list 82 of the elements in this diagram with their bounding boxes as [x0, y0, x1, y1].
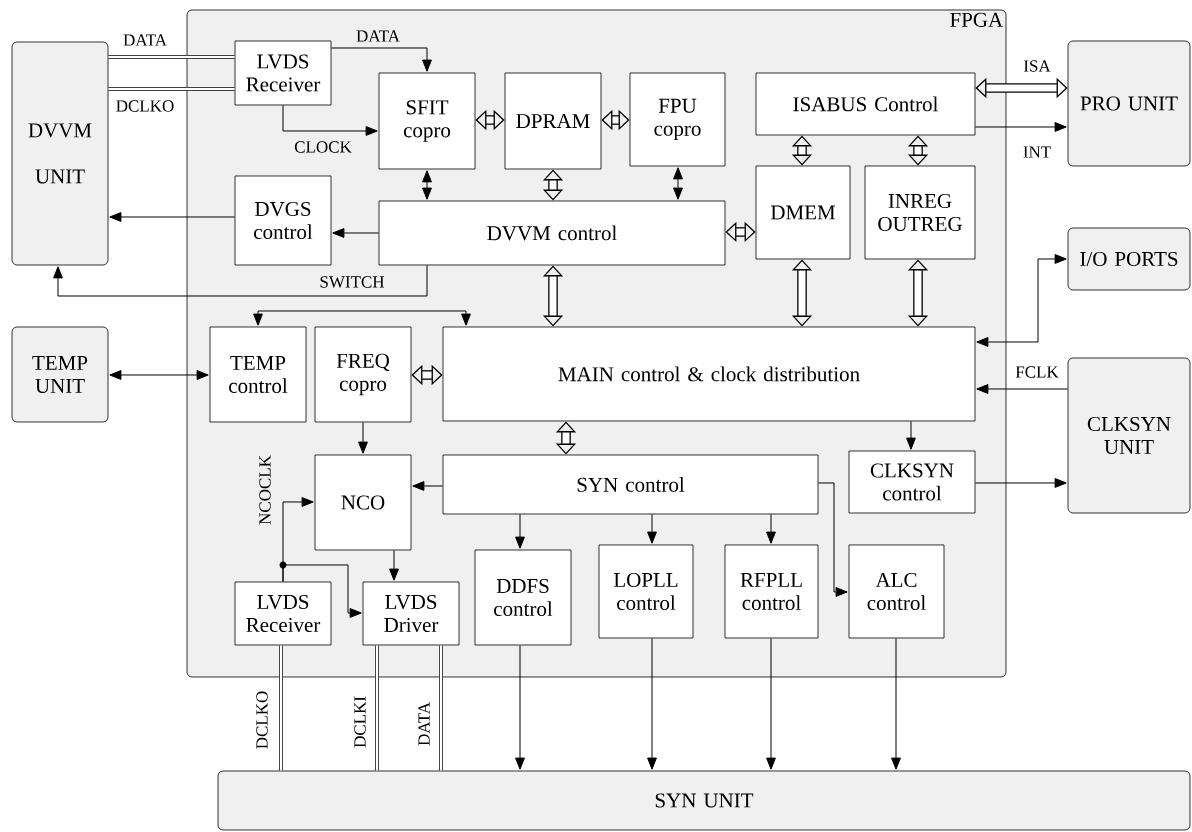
arrow [673, 167, 683, 200]
arrow [974, 478, 1067, 488]
edge-label: CLOCK [294, 141, 352, 153]
signal-pair-line [279, 645, 283, 771]
edge-label: DCLKO [256, 691, 268, 749]
block-box: LOPLL control [598, 544, 694, 639]
unit-box: DVVM UNIT [11, 41, 109, 266]
bus-arrow [411, 364, 443, 386]
bus-arrow [475, 109, 505, 131]
arrow [817, 482, 848, 597]
block-box: NCO [314, 454, 412, 551]
edge-label: ISA [1023, 60, 1051, 72]
arrow [109, 370, 209, 380]
block-box: INREG OUTREG [864, 165, 976, 260]
block-box: SFIT copro [378, 72, 476, 170]
unit-box: SYN UNIT [217, 770, 1191, 831]
block-box: RFPLL control [724, 544, 819, 639]
block-box: ALC control [848, 544, 945, 639]
block-box: ISABUS Control [755, 72, 976, 136]
block-box: TEMP control [209, 326, 307, 423]
edge-label: DCLKI [354, 696, 366, 748]
bus-arrow [601, 109, 630, 131]
arrow [422, 170, 432, 200]
signal-pair-line [375, 645, 379, 771]
arrow [282, 104, 378, 136]
block-box: MAIN control & clock distribution [442, 326, 976, 422]
edge-label: DCLKO [116, 100, 174, 112]
edge-label: NCOCLK [259, 455, 271, 525]
edge-label: DATA [123, 34, 167, 46]
bus-arrow [542, 169, 564, 201]
block-box: FREQ copro [314, 326, 412, 423]
edge-label: DATA [418, 702, 430, 746]
block-box: DPRAM [504, 72, 602, 170]
signal-pair-line [439, 645, 443, 771]
bus-arrow [975, 77, 1068, 99]
arrow [906, 420, 916, 450]
edge-label: DATA [356, 30, 400, 42]
block-box: DDFS control [474, 549, 572, 646]
arrow [766, 513, 776, 544]
arrow [358, 421, 368, 454]
arrow [389, 549, 399, 581]
arrow [766, 637, 776, 770]
arrow [891, 637, 901, 770]
edge-label: INT [1023, 146, 1051, 158]
arrow [330, 47, 432, 72]
bus-arrow [725, 221, 756, 243]
arrow [412, 481, 444, 491]
arrow [515, 513, 525, 549]
block-box: SYN control [442, 454, 819, 515]
unit-box: PRO UNIT [1067, 40, 1191, 167]
unit-box: I/O PORTS [1067, 227, 1191, 291]
arrow [253, 310, 471, 326]
arrow [515, 644, 525, 770]
unit-box: TEMP UNIT [11, 326, 109, 423]
arrow [109, 212, 236, 222]
bus-arrow [555, 421, 577, 455]
block-box: FPU copro [629, 72, 726, 167]
block-box: LVDS Driver [362, 581, 460, 646]
bus-arrow [791, 135, 813, 166]
bus-arrow [791, 259, 813, 327]
bus-arrow [907, 135, 929, 166]
block-box: LVDS Receiver [234, 581, 332, 646]
signal-pair-line [108, 87, 235, 91]
arrow [976, 384, 1069, 394]
bus-arrow [542, 265, 564, 327]
bus-arrow [907, 259, 929, 327]
block-box: DVVM control [378, 200, 726, 266]
arrow [647, 513, 657, 544]
block-box: CLKSYN control [848, 450, 976, 514]
unit-box: CLKSYN UNIT [1067, 357, 1191, 514]
edge-label: FCLK [1015, 366, 1059, 378]
arrow [53, 264, 428, 297]
arrow [976, 254, 1067, 347]
arrow [282, 564, 362, 618]
arrow [974, 122, 1067, 132]
block-box: LVDS Receiver [234, 40, 332, 106]
edge-label: SWITCH [320, 276, 385, 288]
signal-pair-line [108, 55, 235, 59]
arrow [332, 228, 380, 238]
block-box: DVGS control [234, 175, 332, 266]
arrow [647, 637, 657, 770]
block-box: DMEM [755, 165, 851, 260]
